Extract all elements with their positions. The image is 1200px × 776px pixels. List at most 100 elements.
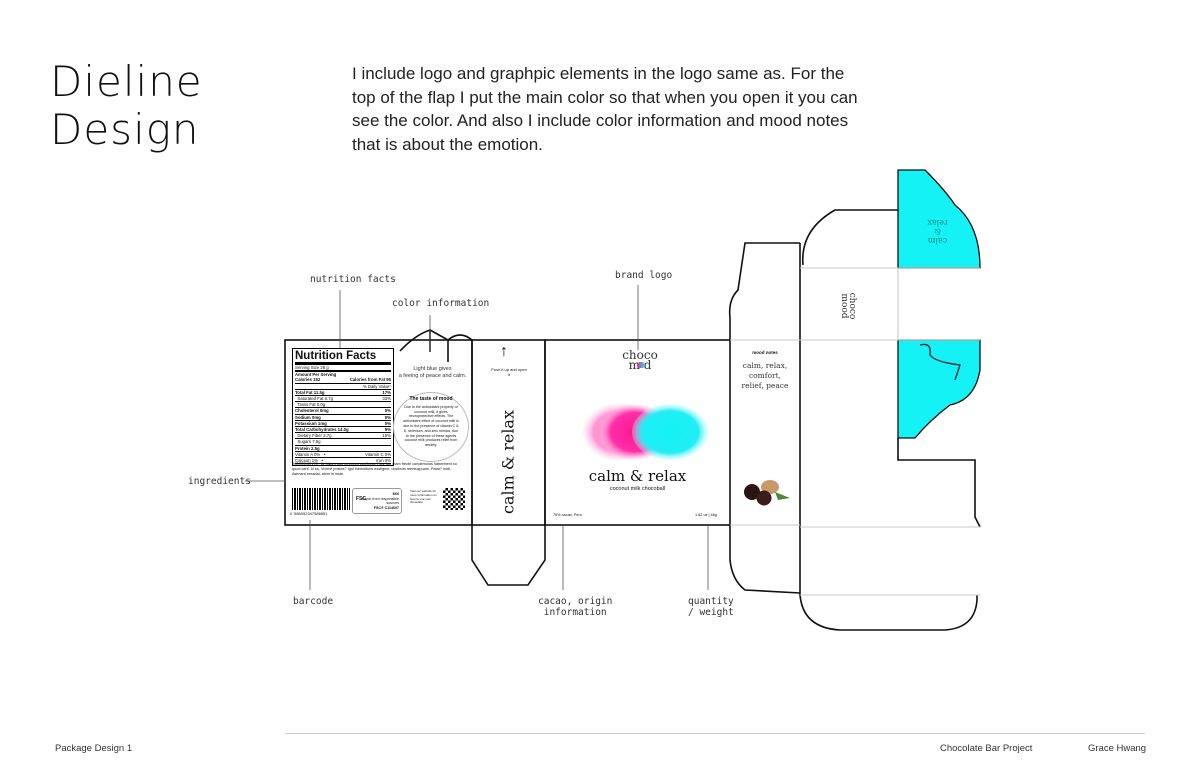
product-name: calm & relax (588, 467, 687, 485)
nutrition-row-label: Calcium 1% • (295, 458, 324, 464)
annotation-barcode: barcode (293, 596, 334, 607)
annotation-brand-logo: brand logo (615, 270, 673, 281)
nutrition-row-value: 5% (384, 427, 391, 433)
barcode (292, 488, 350, 510)
title-line-2: Design (50, 105, 200, 154)
brand-logo: choco m d (610, 348, 670, 372)
side-vertical-text: calm & relax (498, 410, 518, 514)
nutrition-row: Cholesterol 0mg 0% (295, 408, 391, 415)
lid-cyan-text: calm & relax (927, 218, 948, 245)
gradient-graphic (582, 403, 708, 461)
annotation-nutrition-facts: nutrition facts (310, 274, 396, 285)
nutrition-title: Nutrition Facts (295, 350, 391, 365)
nutrition-row-value: % Daily Value* (362, 383, 391, 389)
nutrition-row: Protein 2.5g (295, 446, 391, 452)
nutrition-row: Vitamin A 0% • Vitamin C 0% (295, 451, 391, 459)
nutrition-row-value: 0% (384, 414, 391, 420)
taste-text: Due to the antioxidant property of cocon… (403, 404, 459, 448)
nutrition-row: Total Carbohydrates 14.0g 5% (295, 427, 391, 434)
front-panel-outline (544, 339, 731, 526)
taste-title: The taste of mood (409, 396, 453, 402)
title-line-1: Dieline (50, 57, 203, 106)
push-text: Push it up and open it (491, 367, 527, 377)
nutrition-row-label: Total Fat 11.5g (295, 389, 325, 395)
lid-logo-bottom: mood (839, 293, 849, 319)
serving-size: Serving Size 28 g (295, 365, 391, 373)
annotation-color-information: color information (392, 298, 490, 309)
nutrition-facts-table: Nutrition Facts Serving Size 28 g Amount… (292, 348, 394, 467)
logo-top: choco (622, 348, 658, 362)
nutrition-row-label: Potassium 1mg (295, 420, 327, 426)
nutrition-row: Trans Fat 0.0g (295, 402, 391, 409)
bottom-flap-side (471, 525, 546, 586)
logo-bottom: m d (628, 358, 652, 372)
nutrition-row-label: Trans Fat 0.0g (295, 402, 326, 408)
nutrition-row-value: 0% (384, 420, 391, 426)
cacao-origin: 76% cacao, Peru (553, 513, 582, 517)
annotation-quantity-weight: quantity / weight (688, 596, 734, 618)
nutrition-row: % Daily Value* (295, 384, 391, 390)
amount-per-serving: Amount Per Serving (295, 372, 337, 378)
nutrition-row: Dietary Fiber 3.7g 15% (295, 433, 391, 440)
right-bottom-flap (729, 525, 801, 594)
fsc-mix: MIX (392, 492, 399, 496)
page-title: Dieline Design (50, 58, 203, 154)
lid-top-flap (802, 209, 898, 266)
mood-notes-text: calm, relax, comfort, relief, peace (741, 361, 789, 390)
nutrition-row-value: Vitamin C 0% (365, 451, 391, 457)
nutrition-row-label: Vitamin A 0% • (295, 451, 326, 457)
nutrition-row-label: Total Carbohydrates 14.0g (295, 427, 349, 433)
lid-outline (799, 243, 978, 631)
nutrition-row-label: Sugars 7.5g (295, 439, 321, 445)
logo-dot-icon (637, 362, 645, 368)
nutrition-row: Sugars 7.5g (295, 439, 391, 446)
barcode-number: 0 '586092347586851 (290, 511, 328, 516)
right-top-flap (728, 242, 800, 340)
ingredients-text: INGREDIENTS : At fullam quo empores epel… (292, 462, 457, 476)
nutrition-row-label: Cholesterol 0mg (295, 408, 329, 414)
nutrition-row: Potassium 1mg 0% (295, 420, 391, 428)
tuck-curve (919, 343, 961, 381)
mood-notes-title: mood notes (752, 350, 778, 355)
nutrition-row-label: Saturated Fat 6.7g (295, 396, 333, 402)
nutrition-row-label: Dietary Fiber 3.7g (295, 433, 332, 439)
top-dust-flap (399, 328, 473, 362)
nutrition-row-value: Iron 0% (376, 458, 391, 464)
nutrition-row-value: 0% (384, 408, 391, 414)
footer-right: Grace Hwang (1088, 743, 1147, 754)
footer-divider (285, 733, 1145, 734)
nutrition-row: Sodium 0mg 0% (295, 415, 391, 421)
fsc-text: Paper from responsible sources (361, 496, 399, 506)
product-subtitle: coconut milk chocoball (609, 486, 666, 492)
nutrition-row-value: 15% (382, 433, 391, 439)
nutrition-row-label: Protein 2.5g (295, 445, 320, 451)
cyan-flap-bottom (897, 339, 981, 439)
arrow-up-icon: ↑ (500, 343, 508, 360)
nutrition-row-label: Calories 152 (295, 377, 321, 383)
chocolate-image (744, 480, 790, 506)
nutrition-row-label: Sodium 0mg (295, 414, 321, 420)
nutrition-row-value: 33% (382, 396, 391, 402)
footer-center: Chocolate Bar Project (940, 743, 1033, 754)
color-info-line-2: a feeing of peace and calm. (398, 373, 467, 379)
weight: 1.62 oz | 46g (695, 513, 717, 517)
lid-side-step (897, 438, 981, 528)
annotation-ingredients: ingredients (188, 476, 251, 487)
color-info-line-1: Light blue gives (413, 366, 452, 372)
nutrition-row: Calcium 1% • Iron 0% (295, 458, 391, 465)
cyan-flap-top (897, 169, 981, 269)
lid-logo-top: choco (847, 292, 857, 320)
color-info: Light blue gives a feeing of peace and c… (395, 366, 470, 380)
taste-of-mood-circle: The taste of mood Due to the antioxidant… (393, 392, 469, 462)
lid-logo: choco mood (839, 292, 857, 320)
nutrition-row: Saturated Fat 6.7g 33% (295, 396, 391, 403)
annotation-cacao-origin: cacao, origin information (538, 596, 613, 618)
description: I include logo and graphpic elements in … (352, 64, 858, 154)
qr-note: Visit our website for more information o… (410, 489, 437, 505)
fsc-logo: FSC (356, 496, 366, 502)
footer-left: Package Design 1 (55, 743, 133, 754)
qr-code[interactable] (443, 488, 465, 510)
